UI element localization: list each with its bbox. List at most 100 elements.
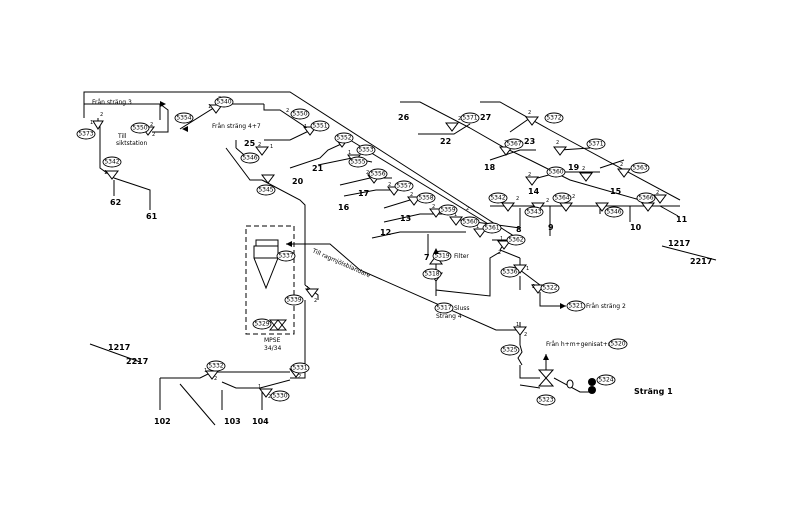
line-numbers: 26 27 22 23 18 19 14 15 9 10 11 25 24 21… — [110, 113, 688, 426]
svg-text:5325: 5325 — [502, 347, 517, 354]
line-number: 9 — [548, 223, 554, 232]
svg-text:5360: 5360 — [462, 219, 477, 226]
svg-text:5363: 5363 — [632, 165, 647, 172]
line-number: 26 — [398, 113, 410, 122]
line-number: 17 — [358, 189, 369, 198]
tag-oval: 5361 — [482, 222, 502, 234]
tag-oval: 5317 — [434, 302, 454, 314]
from-strand-2-label: Från sträng 2 — [586, 303, 626, 310]
svg-text:5362: 5362 — [508, 237, 523, 244]
svg-text:2: 2 — [286, 108, 289, 114]
svg-text:5373: 5373 — [78, 131, 93, 138]
tag-oval: 5321 — [566, 300, 586, 312]
svg-text:5360: 5360 — [548, 169, 563, 176]
svg-text:2: 2 — [582, 166, 585, 172]
tag-oval: 5356 — [368, 168, 388, 180]
line-number: 18 — [484, 163, 496, 172]
svg-text:2: 2 — [516, 196, 519, 202]
svg-text:5359: 5359 — [440, 207, 455, 214]
cyclone-separator — [245, 225, 295, 335]
tag-oval: 5322 — [540, 282, 560, 294]
notes: Från sträng 3 Från sträng 4+7 Till sikts… — [92, 99, 712, 396]
port-numbers: 12 12 22 12 21 21 21 22 22 12 11 21 22 2… — [90, 96, 659, 400]
svg-text:5329: 5329 — [254, 321, 269, 328]
svg-text:2: 2 — [546, 198, 549, 204]
arrows — [160, 101, 566, 360]
svg-text:5322: 5322 — [542, 285, 557, 292]
filter-label: Filter — [454, 253, 469, 260]
svg-text:5320: 5320 — [610, 341, 625, 348]
svg-text:2: 2 — [528, 172, 531, 178]
ref-2217: 2217 — [690, 257, 712, 266]
svg-text:1: 1 — [270, 144, 273, 150]
svg-text:5342: 5342 — [104, 159, 119, 166]
svg-text:5343: 5343 — [526, 209, 541, 216]
svg-text:5324: 5324 — [598, 377, 613, 384]
tag-oval: 5371 — [460, 112, 480, 124]
sluss-label: Sluss — [454, 305, 470, 312]
tag-oval: 5320 — [608, 338, 628, 350]
tag-oval: 5352 — [334, 132, 354, 144]
tag-oval: 5330 — [270, 390, 290, 402]
svg-text:5357: 5357 — [396, 183, 411, 190]
line-number: 16 — [338, 203, 350, 212]
tag-oval: 5329 — [252, 318, 272, 330]
line-number: 7 — [424, 253, 430, 262]
svg-text:2: 2 — [314, 298, 317, 304]
line-number: 21 — [312, 164, 324, 173]
line-number: 103 — [224, 417, 241, 426]
equipment-tags: 5373 5342 5350 5354 5340 5350 5351 5346 … — [76, 96, 656, 406]
tag-oval: 5359 — [438, 204, 458, 216]
tag-oval: 5355 — [348, 156, 368, 168]
svg-text:5323: 5323 — [538, 397, 553, 404]
svg-text:5337: 5337 — [278, 253, 293, 260]
svg-text:1: 1 — [516, 322, 519, 328]
tag-oval: 5342 — [102, 156, 122, 168]
svg-text:5361: 5361 — [484, 225, 499, 232]
svg-text:2: 2 — [556, 140, 559, 146]
ref-1217: 1217 — [668, 239, 690, 248]
line-number: 61 — [146, 212, 158, 221]
tag-oval: 5351 — [310, 120, 330, 132]
svg-text:1: 1 — [500, 236, 503, 242]
tag-oval: 5337 — [276, 250, 296, 262]
svg-text:5345: 5345 — [258, 187, 273, 194]
svg-text:5346: 5346 — [242, 155, 257, 162]
svg-text:5367: 5367 — [506, 141, 521, 148]
tag-oval: 5345 — [256, 184, 276, 196]
svg-text:5353: 5353 — [358, 147, 373, 154]
svg-text:5352: 5352 — [336, 135, 351, 142]
svg-text:1: 1 — [306, 286, 309, 292]
svg-text:5339: 5339 — [286, 297, 301, 304]
tag-oval: 5362 — [506, 234, 526, 246]
svg-text:2: 2 — [524, 332, 527, 338]
line-number: 10 — [630, 223, 642, 232]
tag-oval: 5366 — [636, 192, 656, 204]
line-number: 12 — [380, 228, 391, 237]
line-number: 27 — [480, 113, 491, 122]
strand-1-label: Sträng 1 — [634, 387, 673, 396]
svg-text:2: 2 — [150, 122, 153, 128]
tag-oval: 5360 — [460, 216, 480, 228]
svg-text:5366: 5366 — [638, 195, 653, 202]
svg-text:1: 1 — [348, 150, 351, 156]
tag-oval: 5360 — [546, 166, 566, 178]
svg-text:5332: 5332 — [208, 363, 223, 370]
svg-text:1: 1 — [204, 368, 207, 374]
svg-text:5319: 5319 — [434, 253, 449, 260]
svg-text:2: 2 — [100, 112, 103, 118]
svg-text:1: 1 — [104, 170, 107, 176]
tag-oval: 5331 — [290, 362, 310, 374]
svg-text:5321: 5321 — [568, 303, 583, 310]
tag-oval: 5343 — [524, 206, 544, 218]
tag-oval: 5339 — [284, 294, 304, 306]
svg-text:2: 2 — [152, 132, 155, 138]
to-sieve-label: Till — [117, 133, 127, 140]
svg-text:2: 2 — [656, 190, 659, 196]
svg-text:5330: 5330 — [272, 393, 287, 400]
line-number: 62 — [110, 198, 121, 207]
svg-text:5351: 5351 — [312, 123, 327, 130]
svg-text:2: 2 — [298, 374, 301, 380]
svg-text:2: 2 — [388, 182, 391, 188]
svg-text:2: 2 — [268, 394, 271, 400]
